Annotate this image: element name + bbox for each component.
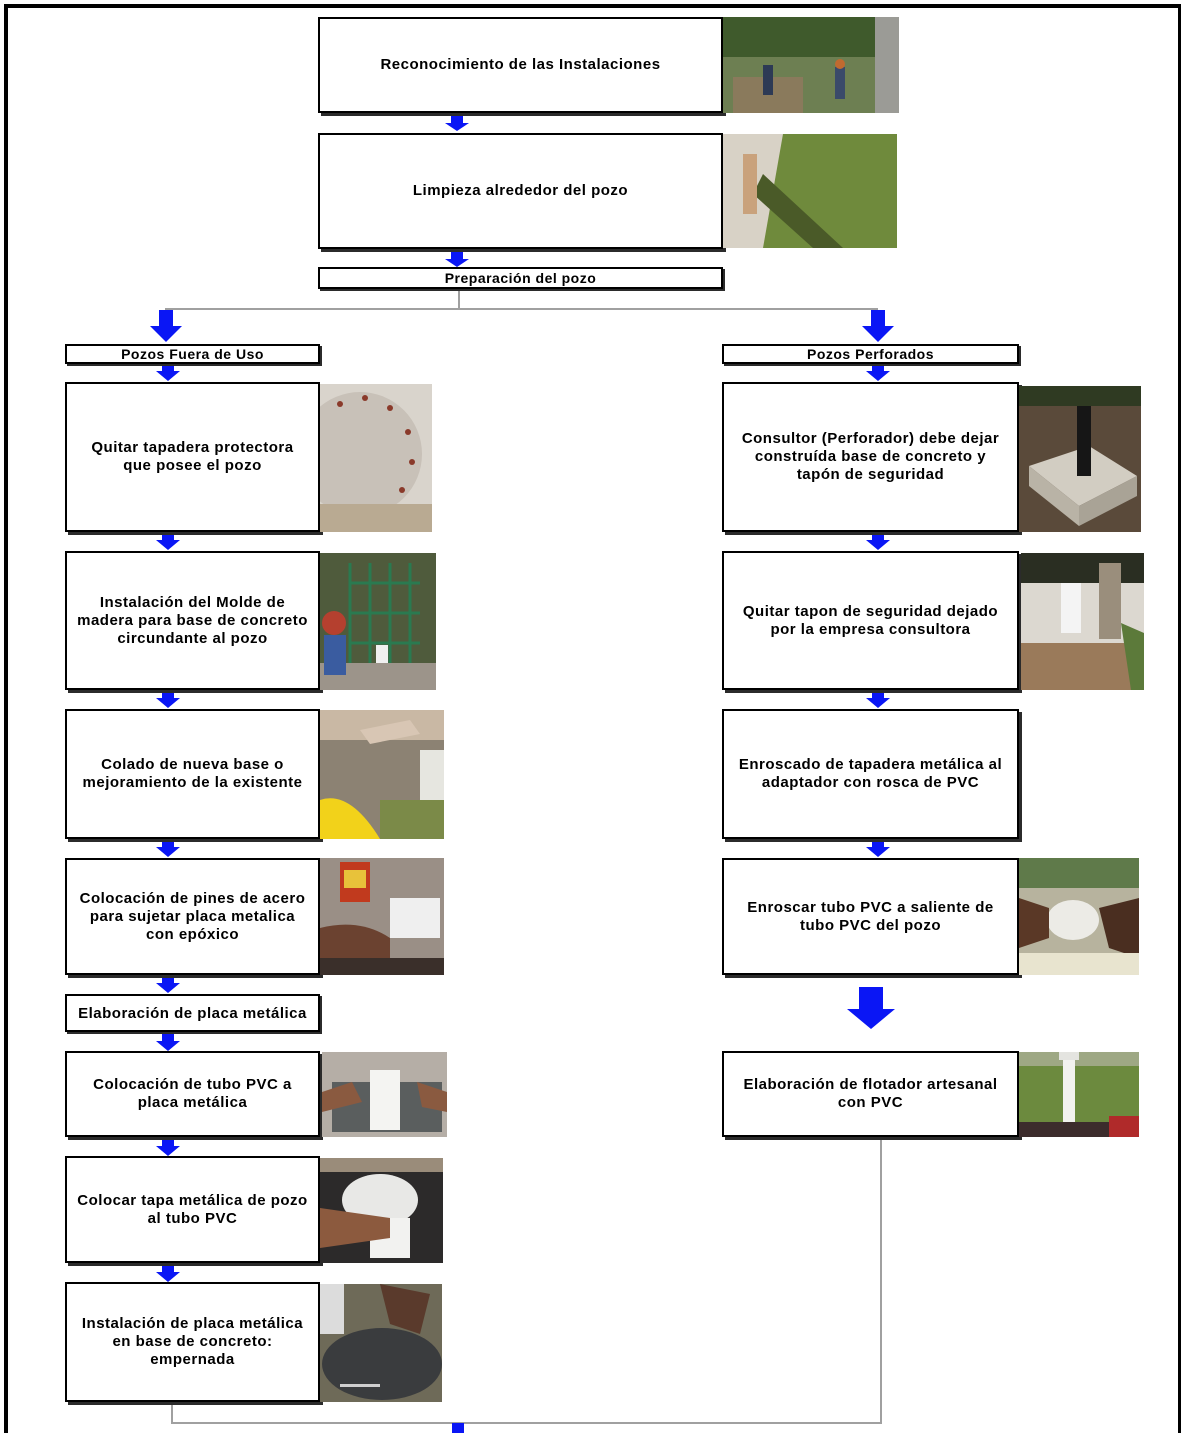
left-step-2: Instalación del Molde de madera para bas… — [65, 551, 320, 690]
step-preparacion: Preparación del pozo — [318, 267, 723, 289]
left-step-8: Instalación de placa metálica en base de… — [65, 1282, 320, 1402]
step-label: Reconocimiento de las Instalaciones — [380, 56, 661, 73]
branch-header-label: Pozos Perforados — [806, 346, 935, 362]
arrow — [452, 1423, 464, 1433]
arrow — [866, 532, 890, 550]
left-step-1: Quitar tapadera protectora que posee el … — [65, 382, 320, 532]
branch-header-label: Pozos Fuera de Uso — [121, 346, 264, 362]
left-step-7: Colocar tapa metálica de pozo al tubo PV… — [65, 1156, 320, 1263]
photo-pvc-thread — [1019, 858, 1139, 975]
step-label: Preparación del pozo — [444, 270, 597, 286]
step-label: Quitar tapon de seguridad dejado por la … — [742, 602, 999, 638]
arrow — [445, 249, 469, 267]
arrow — [866, 690, 890, 708]
step-label: Instalación de placa metálica en base de… — [81, 1315, 304, 1368]
photo-safety-plug — [1021, 553, 1144, 690]
arrow — [156, 839, 180, 857]
left-step-6: Colocación de tubo PVC a placa metálica — [65, 1051, 320, 1137]
branch-header-right: Pozos Perforados — [722, 344, 1019, 364]
photo-concrete-pour — [320, 710, 444, 839]
arrow — [156, 1137, 180, 1156]
flow-arrows — [150, 113, 895, 1433]
page-frame — [4, 4, 1181, 1433]
arrow — [156, 1263, 180, 1282]
step-label: Consultor (Perforador) debe dejar constr… — [741, 430, 1000, 483]
step-label: Elaboración de placa metálica — [78, 1004, 307, 1022]
photo-pvc-plate — [322, 1052, 447, 1137]
merge-connector — [171, 1137, 882, 1424]
photo-site-visit — [723, 17, 899, 113]
arrow — [862, 310, 894, 342]
branch-header-left: Pozos Fuera de Uso — [65, 344, 320, 364]
step-label: Instalación del Molde de madera para bas… — [77, 593, 308, 647]
right-step-1: Consultor (Perforador) debe dejar constr… — [722, 382, 1019, 532]
arrow — [156, 975, 180, 993]
right-step-3: Enroscado de tapadera metálica al adapta… — [722, 709, 1019, 839]
step-limpieza: Limpieza alrededor del pozo — [318, 133, 723, 249]
left-step-4: Colocación de pines de acero para sujeta… — [65, 858, 320, 975]
photo-metal-cap — [320, 1158, 443, 1263]
step-label: Colocación de pines de acero para sujeta… — [79, 889, 306, 943]
step-label: Quitar tapadera protectora que posee el … — [91, 439, 294, 474]
arrow — [156, 532, 180, 550]
photo-pvc-float — [1019, 1052, 1139, 1137]
arrow — [156, 690, 180, 708]
arrow — [150, 310, 182, 342]
photo-well-cover — [320, 384, 432, 532]
step-label: Colocar tapa metálica de pozo al tubo PV… — [77, 1191, 308, 1227]
arrow — [866, 363, 890, 381]
arrow — [445, 113, 469, 131]
right-step-2: Quitar tapon de seguridad dejado por la … — [722, 551, 1019, 690]
photo-cleaning — [723, 134, 897, 248]
photo-steel-pins — [320, 858, 444, 975]
photo-concrete-base — [1019, 386, 1141, 532]
left-step-5: Elaboración de placa metálica — [65, 994, 320, 1032]
arrow — [156, 363, 180, 381]
step-label: Limpieza alrededor del pozo — [412, 182, 629, 199]
arrow — [156, 1032, 180, 1051]
photo-wood-mold — [320, 553, 436, 690]
step-reconocimiento: Reconocimiento de las Instalaciones — [318, 17, 723, 113]
step-label: Enroscado de tapadera metálica al adapta… — [738, 756, 1003, 791]
photo-bolted-plate — [320, 1284, 442, 1402]
right-step-5: Elaboración de flotador artesanal con PV… — [722, 1051, 1019, 1137]
right-step-4: Enroscar tubo PVC a saliente de tubo PVC… — [722, 858, 1019, 975]
arrow — [866, 839, 890, 857]
step-label: Elaboración de flotador artesanal con PV… — [743, 1076, 998, 1111]
step-label: Colocación de tubo PVC a placa metálica — [93, 1076, 292, 1111]
left-step-3: Colado de nueva base o mejoramiento de l… — [65, 709, 320, 839]
arrow — [847, 987, 895, 1029]
step-label: Enroscar tubo PVC a saliente de tubo PVC… — [747, 898, 994, 934]
step-label: Colado de nueva base o mejoramiento de l… — [82, 756, 303, 791]
